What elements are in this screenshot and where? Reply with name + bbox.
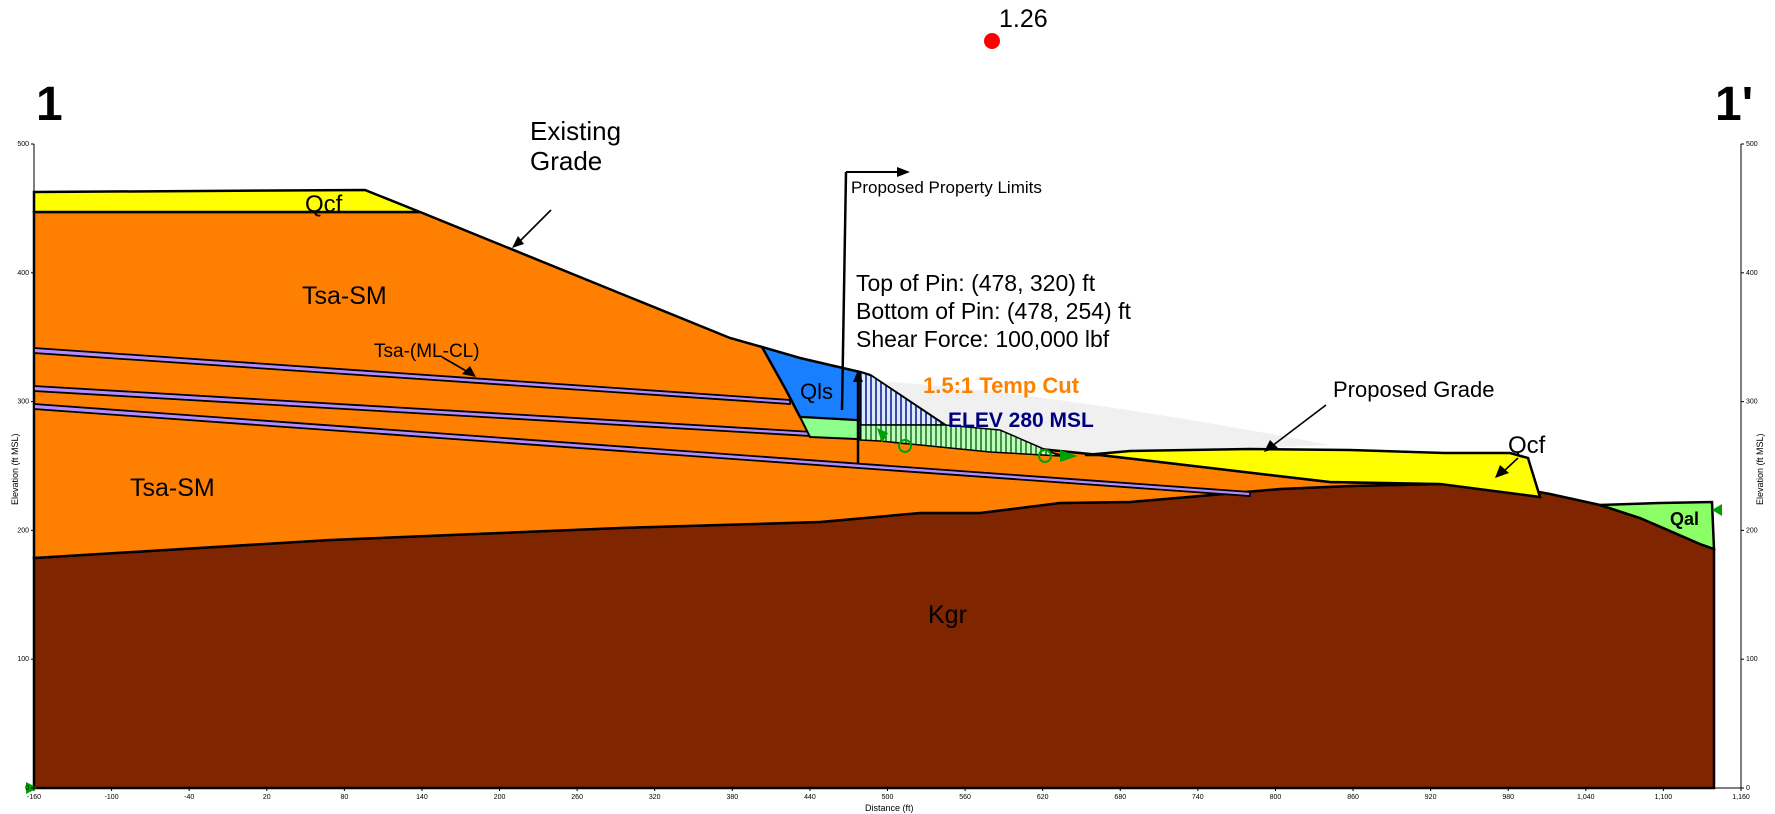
shear-force-label: Shear Force: 100,000 lbf bbox=[856, 326, 1110, 352]
x-tick-label: 680 bbox=[1114, 794, 1126, 801]
qcf-top-unit bbox=[32, 188, 421, 214]
property-limits-label: Proposed Property Limits bbox=[851, 178, 1042, 197]
x-tick-label: 620 bbox=[1037, 794, 1049, 801]
y-tick-label: 300 bbox=[17, 399, 29, 406]
elev-label: ELEV 280 MSL bbox=[948, 409, 1094, 432]
existing-grade-label-2: Grade bbox=[530, 146, 602, 176]
x-tick-label: -100 bbox=[105, 794, 119, 801]
x-tick-label: 980 bbox=[1502, 794, 1514, 801]
y-tick-label: 300 bbox=[1746, 399, 1758, 406]
ml-cl-pointer-head bbox=[462, 366, 476, 377]
section-marker-left: 1 bbox=[36, 78, 63, 131]
existing-grade-pointer bbox=[517, 209, 552, 244]
ml-cl-pointer bbox=[441, 356, 469, 373]
y-tick-label: 100 bbox=[17, 656, 29, 663]
pin-bottom-label: Bottom of Pin: (478, 254) ft bbox=[856, 298, 1131, 324]
x-tick-label: 500 bbox=[882, 794, 894, 801]
y-axis-ticks-right: 500 400 300 200 100 0 bbox=[1741, 141, 1758, 792]
safety-factor-value: 1.26 bbox=[999, 5, 1048, 33]
x-tick-label: 1,160 bbox=[1732, 794, 1750, 801]
pin-top-label: Top of Pin: (478, 320) ft bbox=[856, 270, 1096, 296]
x-tick-label: 260 bbox=[571, 794, 583, 801]
x-tick-label: 140 bbox=[416, 794, 428, 801]
x-tick-label: 320 bbox=[649, 794, 661, 801]
safety-factor-dot bbox=[984, 33, 1000, 49]
x-tick-label: 200 bbox=[494, 794, 506, 801]
y-tick-label: 500 bbox=[1746, 141, 1758, 148]
property-limit-arrowhead bbox=[897, 167, 910, 177]
qcf-right-unit bbox=[1084, 447, 1542, 499]
tsa-sm-lower-label: Tsa-SM bbox=[130, 474, 215, 502]
x-tick-label: 920 bbox=[1425, 794, 1437, 801]
x-axis-title: Distance (ft) bbox=[865, 803, 914, 813]
existing-grade-label-1: Existing bbox=[530, 116, 621, 146]
section-marker-right: 1' bbox=[1715, 78, 1753, 131]
x-tick-label: 20 bbox=[263, 794, 271, 801]
y-axis-title-right: Elevation (ft MSL) bbox=[1755, 433, 1765, 505]
y-tick-label: 100 bbox=[1746, 656, 1758, 663]
y-tick-label: 400 bbox=[1746, 270, 1758, 277]
existing-grade-pointer-head bbox=[512, 236, 524, 248]
x-tick-label: 740 bbox=[1192, 794, 1204, 801]
hatched-cut-green bbox=[859, 424, 1061, 457]
qcf-right-pointer bbox=[1503, 457, 1519, 472]
y-tick-label: 0 bbox=[1746, 785, 1750, 792]
x-tick-label: 80 bbox=[340, 794, 348, 801]
kgr-label: Kgr bbox=[928, 601, 967, 629]
x-tick-label: 1,100 bbox=[1655, 794, 1673, 801]
y-tick-label: 500 bbox=[17, 141, 29, 148]
x-tick-label: 560 bbox=[959, 794, 971, 801]
x-tick-label: 380 bbox=[726, 794, 738, 801]
qcf-right-label: Qcf bbox=[1508, 432, 1546, 459]
proposed-grade-label: Proposed Grade bbox=[1333, 377, 1494, 402]
x-tick-label: 800 bbox=[1270, 794, 1282, 801]
tsa-sm-upper-label: Tsa-SM bbox=[302, 282, 387, 310]
qcf-top-label: Qcf bbox=[305, 191, 343, 218]
y-tick-label: 0 bbox=[25, 785, 29, 792]
slip-exit-marker bbox=[1060, 450, 1078, 462]
x-tick-label: 860 bbox=[1347, 794, 1359, 801]
x-tick-label: -40 bbox=[184, 794, 194, 801]
y-axis-ticks-left: 500 400 300 200 100 0 bbox=[17, 141, 34, 792]
x-tick-label: 1,040 bbox=[1577, 794, 1595, 801]
right-boundary-marker bbox=[1712, 504, 1722, 516]
tsa-ml-cl-label: Tsa-(ML-CL) bbox=[374, 341, 480, 362]
y-tick-label: 400 bbox=[17, 270, 29, 277]
x-axis-ticks: -160 -100 -40 20 80 140 200 260 320 380 440 500 560 6… bbox=[27, 788, 1750, 801]
y-tick-label: 200 bbox=[1746, 527, 1758, 534]
qal-label: Qal bbox=[1670, 509, 1699, 529]
pin-arrowhead bbox=[853, 370, 863, 382]
slip-circle-marker-1 bbox=[898, 439, 912, 453]
slip-entry-marker bbox=[877, 428, 888, 443]
qcf-right-pointer-head bbox=[1495, 465, 1509, 478]
qal-unit bbox=[1599, 500, 1716, 551]
y-axis-title-left: Elevation (ft MSL) bbox=[10, 433, 20, 505]
x-tick-label: -160 bbox=[27, 794, 41, 801]
y-tick-label: 200 bbox=[17, 527, 29, 534]
property-limit-line bbox=[840, 171, 848, 411]
x-tick-label: 440 bbox=[804, 794, 816, 801]
qls-label: Qls bbox=[800, 379, 833, 404]
proposed-grade-pointer-head bbox=[1264, 440, 1278, 452]
slip-circle-marker-2 bbox=[1038, 449, 1052, 463]
proposed-grade-pointer bbox=[1271, 404, 1327, 447]
temp-cut-label: 1.5:1 Temp Cut bbox=[923, 373, 1080, 398]
